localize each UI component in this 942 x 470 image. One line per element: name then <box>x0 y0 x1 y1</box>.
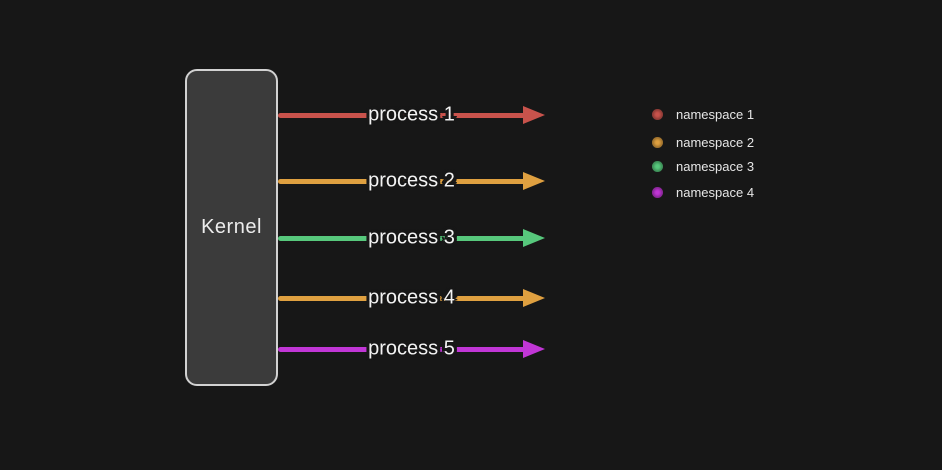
arrow-head-icon <box>523 340 545 358</box>
legend-label: namespace 4 <box>676 184 755 200</box>
legend-item-namespace-1: namespace 1 <box>652 106 755 122</box>
process-2-line <box>278 178 528 184</box>
process-5-label: process 5 <box>368 337 455 360</box>
process-1-line <box>278 112 528 118</box>
process-5-line <box>278 346 528 352</box>
process-1-label: process 1 <box>368 103 455 126</box>
process-3-label: process 3 <box>368 226 455 249</box>
namespace-3-dot-icon <box>652 160 663 172</box>
process-2-label: process 2 <box>368 169 455 192</box>
legend-item-namespace-3: namespace 3 <box>652 158 755 174</box>
legend-label: namespace 1 <box>676 106 755 122</box>
arrow-head-icon <box>523 172 545 190</box>
namespace-2-dot-icon <box>652 136 663 148</box>
process-4-label: process 4 <box>368 286 455 309</box>
legend-label: namespace 2 <box>676 134 755 150</box>
arrow-head-icon <box>523 106 545 124</box>
legend-label: namespace 3 <box>676 158 755 174</box>
process-3-line <box>278 235 528 241</box>
kernel-label: Kernel <box>201 216 262 238</box>
legend-item-namespace-2: namespace 2 <box>652 134 755 150</box>
arrow-head-icon <box>523 289 545 307</box>
kernel-box: Kernel <box>185 69 278 386</box>
process-4-line <box>278 295 528 301</box>
legend-item-namespace-4: namespace 4 <box>652 184 755 200</box>
namespace-1-dot-icon <box>652 108 663 120</box>
namespace-4-dot-icon <box>652 186 663 198</box>
arrow-head-icon <box>523 229 545 247</box>
